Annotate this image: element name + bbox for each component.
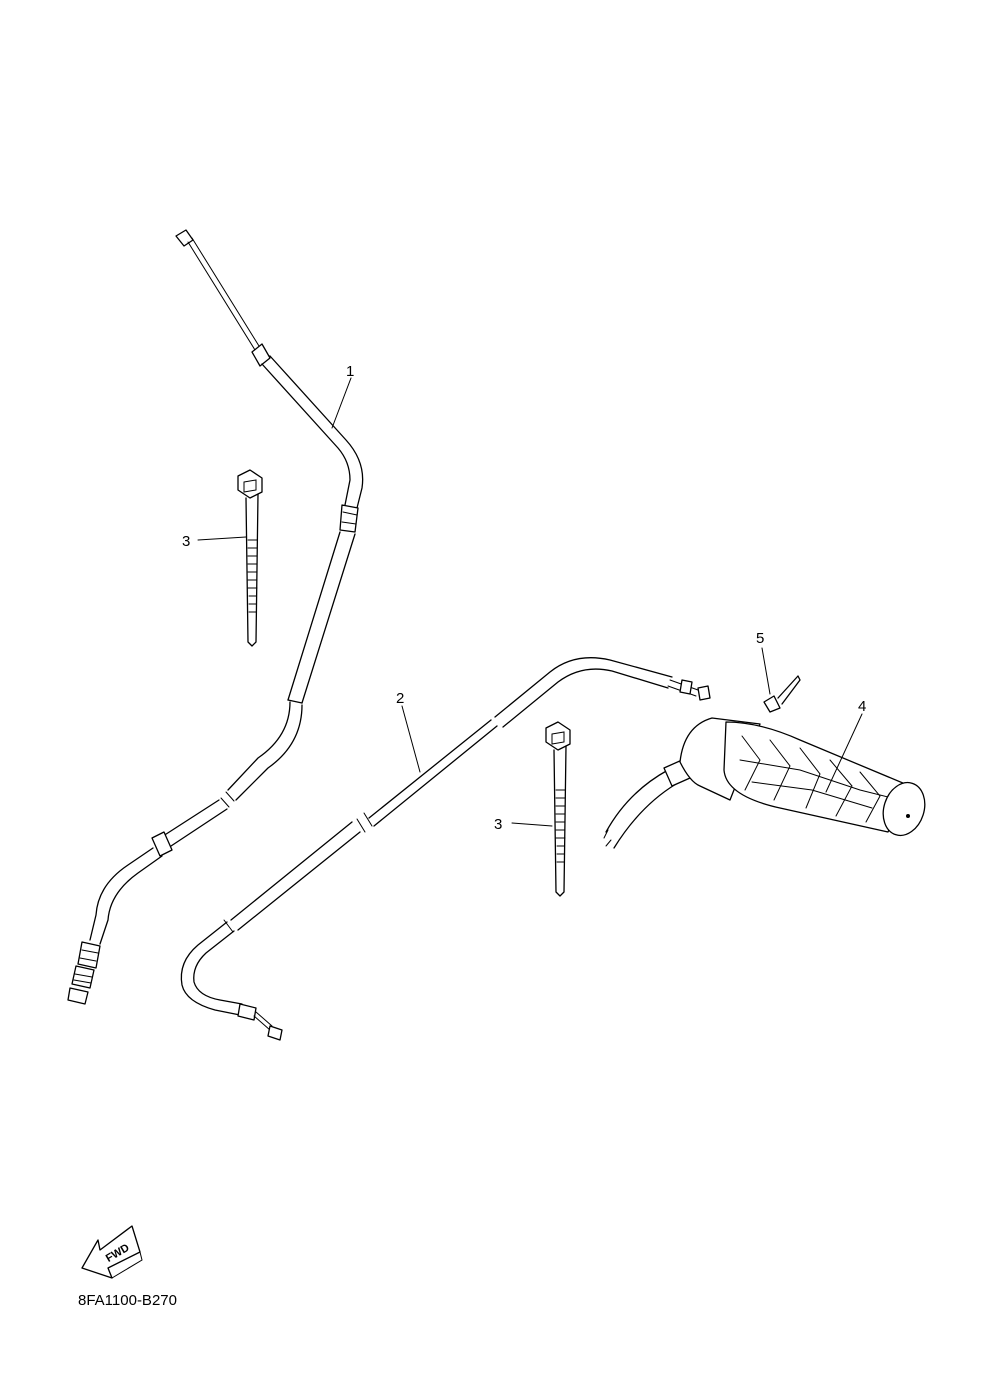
callout-2: 2 [396,690,404,707]
cable-tie-right [545,721,571,897]
callout-3-right: 3 [494,816,502,833]
grip-assembly [603,717,926,849]
diagram-code: 8FA1100-B270 [78,1292,177,1309]
cable-1 [67,229,364,1005]
callout-1: 1 [346,363,354,380]
screw-5 [763,675,801,713]
leader-lines [197,377,863,827]
callout-5: 5 [756,630,764,647]
callout-4: 4 [858,698,866,715]
cable-tie-left [237,469,263,647]
fwd-arrow-icon: FWD [81,1225,143,1279]
callout-3-left: 3 [182,533,190,550]
cable-2 [180,657,711,1041]
